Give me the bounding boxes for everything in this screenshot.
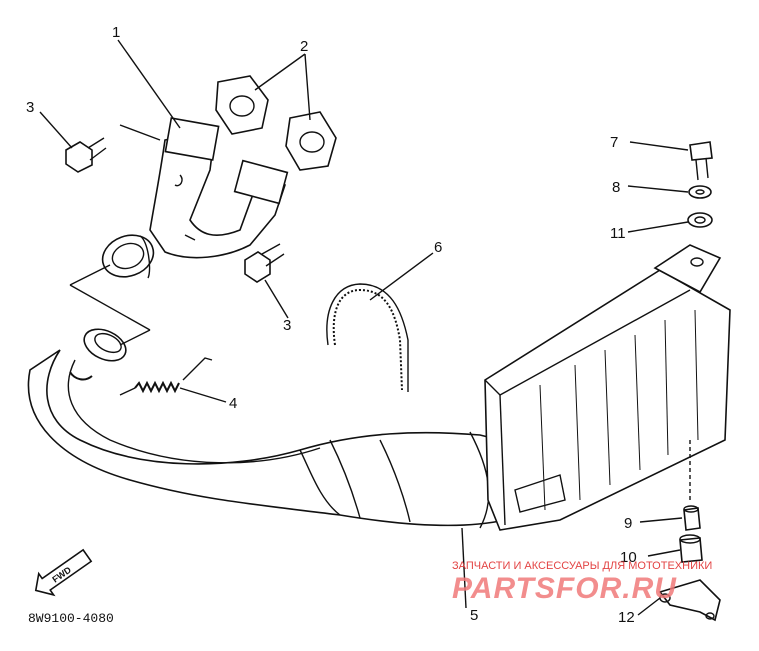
watermark-tagline: ЗАПЧАСТИ И АКСЕССУАРЫ ДЛЯ МОТОТЕХНИКИ: [452, 560, 712, 572]
callout-11: 11: [610, 225, 626, 242]
callout-10: 10: [620, 549, 637, 566]
protector-spring: [326, 283, 409, 392]
callout-6: 6: [434, 239, 442, 256]
gaskets: [215, 75, 337, 171]
callout-3-lower: 3: [283, 317, 291, 334]
callout-9: 9: [624, 515, 632, 532]
watermark: ЗАПЧАСТИ И АКСЕССУАРЫ ДЛЯ МОТОТЕХНИКИ PA…: [452, 560, 712, 605]
dampers-bracket: [658, 505, 721, 622]
callout-3-upper: 3: [26, 99, 34, 116]
bolt-washers: [687, 141, 713, 228]
callout-4: 4: [229, 395, 237, 412]
callout-7: 7: [610, 134, 618, 151]
diagram-part-number: 8W9100-4080: [28, 611, 114, 626]
callout-1: 1: [112, 24, 120, 41]
callout-2: 2: [300, 38, 308, 55]
callout-5: 5: [470, 607, 478, 624]
fwd-arrow: FWD: [34, 548, 93, 597]
callout-labels: 1 2 3 3 4 5 6 7 8 9 10 11 12: [26, 24, 637, 626]
callout-12: 12: [618, 609, 635, 626]
spring: [119, 357, 213, 396]
watermark-brand: PARTSFOR.RU: [452, 572, 677, 605]
exhaust-pipe: [27, 328, 506, 529]
exhaust-manifold: [101, 117, 289, 279]
bolts: [65, 137, 285, 283]
leader-lines: [39, 39, 691, 616]
muffler: [484, 244, 731, 531]
callout-8: 8: [612, 179, 620, 196]
